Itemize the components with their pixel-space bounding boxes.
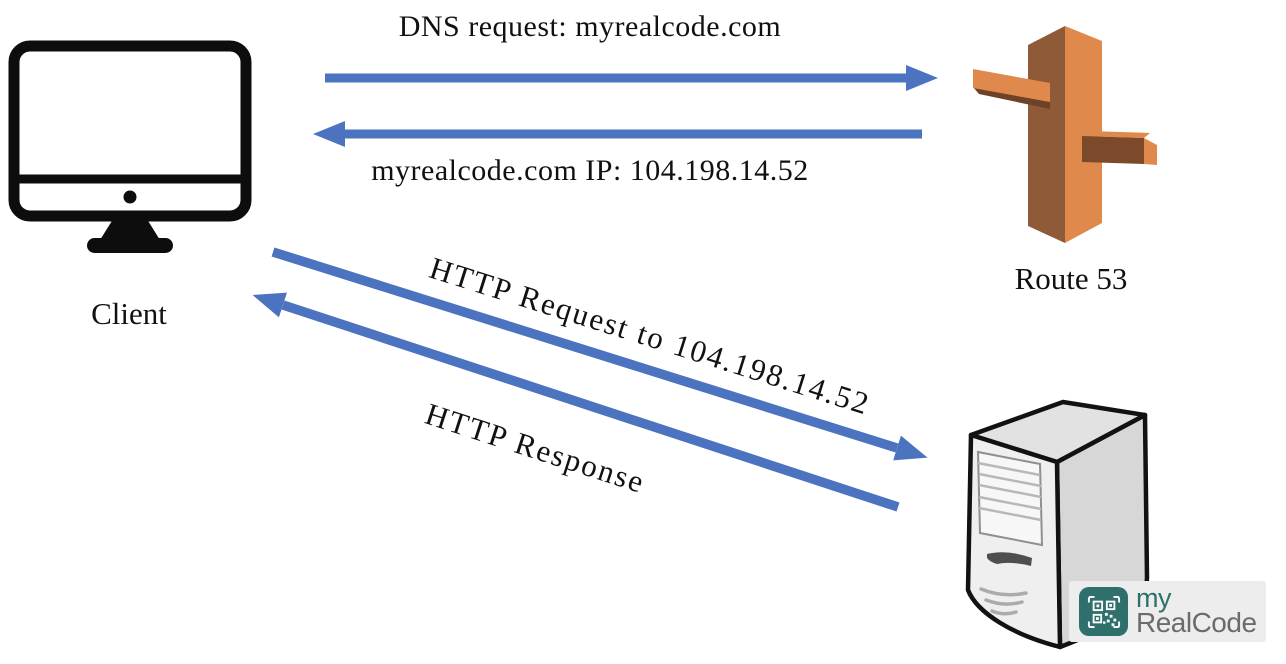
dns-request-label: DNS request: myrealcode.com: [398, 10, 782, 43]
http-request-arrow: [271, 247, 928, 461]
route53-icon: [973, 26, 1157, 243]
http-response-arrow: [252, 292, 900, 512]
client-monitor-icon: [8, 40, 252, 253]
dns-response-label: myrealcode.com IP: 104.198.14.52: [371, 154, 809, 187]
client-label: Client: [91, 296, 167, 331]
qr-code-icon: [1079, 587, 1128, 636]
myrealcode-logo: my RealCode: [1069, 581, 1266, 642]
logo-word-my: my: [1136, 583, 1171, 613]
logo-word-realcode: RealCode: [1136, 607, 1257, 638]
route53-label: Route 53: [1014, 261, 1128, 296]
